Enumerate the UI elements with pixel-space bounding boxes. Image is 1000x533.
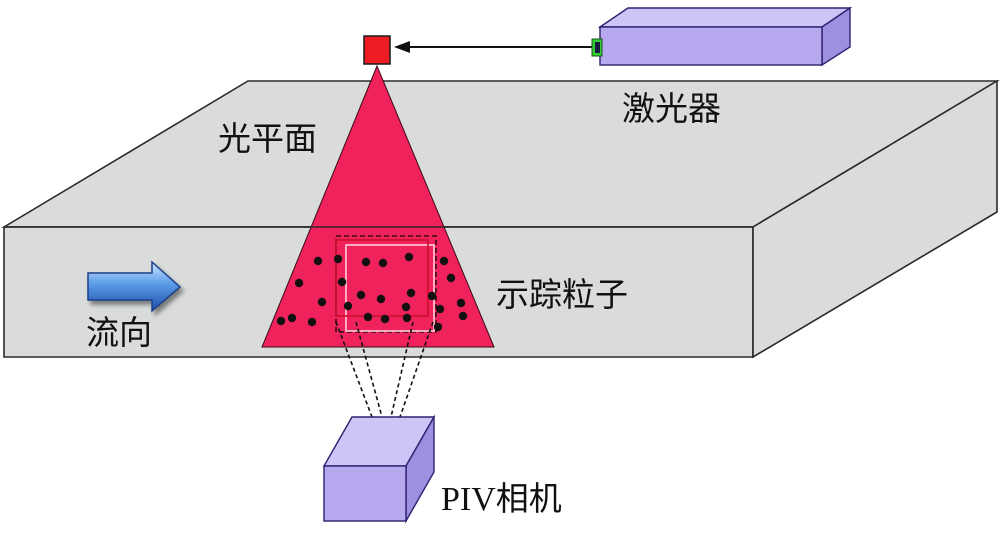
camera-device (322, 414, 436, 524)
camera-view-lines (335, 321, 434, 418)
tracer-particle (458, 311, 468, 321)
laser-source (363, 35, 391, 65)
tracer-particle (343, 301, 353, 311)
tracer-particle (287, 313, 297, 323)
tracer-particle (376, 294, 386, 304)
tracer-particle (427, 291, 437, 301)
tracer-particle (317, 297, 327, 307)
piv-camera-label: PIV相机 (441, 482, 562, 517)
laser-beam-arrow (394, 41, 593, 53)
tracer-particle (378, 258, 388, 268)
tracer-particle (439, 256, 449, 266)
tracer-particle (337, 277, 347, 287)
tracer-particle (276, 316, 286, 326)
tracer-particles-label: 示踪粒子 (496, 275, 628, 314)
tracer-particle (456, 298, 466, 308)
tracer-particle (307, 317, 317, 327)
camera-label-prefix: PIV (441, 481, 496, 518)
flow-channel (1, 79, 1000, 359)
tracer-particle (363, 312, 373, 322)
tracer-particle (356, 290, 366, 300)
tracer-particle (401, 302, 411, 312)
interrogation-window (335, 239, 429, 317)
camera-label-suffix: 相机 (495, 479, 562, 518)
channel-side-face (752, 79, 998, 359)
tracer-particle (380, 314, 390, 324)
flow-direction-label: 流向 (86, 313, 152, 352)
tracer-particle (404, 252, 414, 262)
tracer-particle (333, 254, 343, 264)
tracer-particle (361, 257, 371, 267)
tracer-particle (446, 273, 456, 283)
right-arrow-icon (87, 260, 182, 313)
laser-label: 激光器 (622, 89, 721, 128)
laser-device (591, 6, 853, 67)
tracer-particle (406, 288, 416, 298)
tracer-particle (294, 278, 304, 288)
light-sheet-label: 光平面 (218, 119, 317, 158)
tracer-particle (433, 322, 443, 332)
imaging-window-inner (345, 244, 435, 332)
tracer-particle (435, 304, 445, 314)
tracer-particle (402, 313, 412, 323)
tracer-particles (276, 252, 468, 332)
tracer-particle (313, 256, 323, 266)
